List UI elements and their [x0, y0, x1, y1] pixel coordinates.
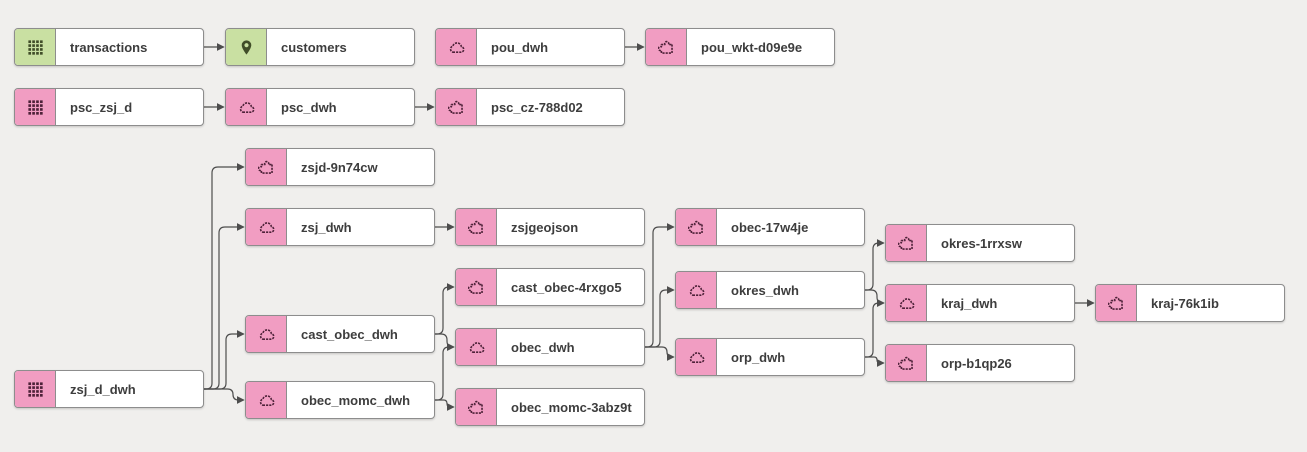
node-obec-17w4je[interactable]: obec-17w4je	[675, 208, 865, 246]
puzzle-icon	[646, 29, 687, 65]
node-obec_dwh[interactable]: obec_dwh	[455, 328, 645, 366]
node-okres-1rrxsw[interactable]: okres-1rrxsw	[885, 224, 1075, 262]
node-label: psc_cz-788d02	[491, 99, 583, 115]
cloud-icon	[456, 329, 497, 365]
node-pou_wkt-d09e9e[interactable]: pou_wkt-d09e9e	[645, 28, 835, 66]
cloud-icon	[676, 272, 717, 308]
node-label: obec_dwh	[511, 339, 575, 355]
edge-orp_dwh-to-kraj_dwh	[865, 299, 885, 358]
node-orp-b1qp26[interactable]: orp-b1qp26	[885, 344, 1075, 382]
edge-obec_dwh-to-obec-17w4je	[645, 223, 675, 348]
node-customers[interactable]: customers	[225, 28, 415, 66]
cloud-icon	[436, 29, 477, 65]
node-kraj_dwh[interactable]: kraj_dwh	[885, 284, 1075, 322]
node-cast_obec-4rxgo5[interactable]: cast_obec-4rxgo5	[455, 268, 645, 306]
puzzle-icon	[436, 89, 477, 125]
grid-icon	[15, 371, 56, 407]
node-orp_dwh[interactable]: orp_dwh	[675, 338, 865, 376]
edge-orp_dwh-to-orp-b1qp26	[865, 356, 885, 367]
node-psc_zsj_d[interactable]: psc_zsj_d	[14, 88, 204, 126]
node-label: orp-b1qp26	[941, 355, 1012, 371]
node-label: obec_momc_dwh	[301, 392, 411, 408]
cloud-icon	[886, 285, 927, 321]
node-cast_obec_dwh[interactable]: cast_obec_dwh	[245, 315, 435, 353]
edge-zsj_d_dwh-to-zsjd-9n74cw	[204, 163, 245, 390]
node-transactions[interactable]: transactions	[14, 28, 204, 66]
pin-icon	[226, 29, 267, 65]
edge-obec_dwh-to-orp_dwh	[645, 346, 675, 361]
node-psc_dwh[interactable]: psc_dwh	[225, 88, 415, 126]
puzzle-icon	[676, 209, 717, 245]
puzzle-icon	[456, 269, 497, 305]
cloud-icon	[246, 316, 287, 352]
node-kraj-76k1ib[interactable]: kraj-76k1ib	[1095, 284, 1285, 322]
node-label: pou_wkt-d09e9e	[701, 39, 803, 55]
node-label: zsj_d_dwh	[70, 381, 136, 397]
cloud-icon	[226, 89, 267, 125]
puzzle-icon	[886, 345, 927, 381]
node-zsj_d_dwh[interactable]: zsj_d_dwh	[14, 370, 204, 408]
puzzle-icon	[886, 225, 927, 261]
node-label: obec_momc-3abz9t	[511, 399, 632, 415]
node-label: zsjgeojson	[511, 219, 579, 235]
node-okres_dwh[interactable]: okres_dwh	[675, 271, 865, 309]
node-label: zsjd-9n74cw	[301, 159, 378, 175]
edge-obec_dwh-to-okres_dwh	[645, 286, 675, 348]
edge-zsj_d_dwh-to-zsj_dwh	[204, 223, 245, 390]
edge-okres_dwh-to-kraj_dwh	[865, 289, 885, 307]
node-label: cast_obec_dwh	[301, 326, 398, 342]
puzzle-icon	[1096, 285, 1137, 321]
node-label: cast_obec-4rxgo5	[511, 279, 622, 295]
node-label: customers	[281, 39, 347, 55]
edge-cast_obec_dwh-to-obec_dwh	[435, 333, 455, 351]
node-pou_dwh[interactable]: pou_dwh	[435, 28, 625, 66]
node-label: psc_zsj_d	[70, 99, 133, 115]
node-label: zsj_dwh	[301, 219, 352, 235]
edge-zsj_d_dwh-to-cast_obec_dwh	[204, 330, 245, 390]
node-label: pou_dwh	[491, 39, 549, 55]
edge-cast_obec_dwh-to-cast_obec-4rxgo5	[435, 283, 455, 335]
node-psc_cz-788d02[interactable]: psc_cz-788d02	[435, 88, 625, 126]
node-zsjd-9n74cw[interactable]: zsjd-9n74cw	[245, 148, 435, 186]
node-label: transactions	[70, 39, 148, 55]
edge-okres_dwh-to-okres-1rrxsw	[865, 239, 885, 291]
node-zsjgeojson[interactable]: zsjgeojson	[455, 208, 645, 246]
edge-zsj_d_dwh-to-obec_momc_dwh	[204, 388, 245, 404]
node-label: psc_dwh	[281, 99, 337, 115]
node-label: okres-1rrxsw	[941, 235, 1022, 251]
grid-icon	[15, 29, 56, 65]
node-obec_momc-3abz9t[interactable]: obec_momc-3abz9t	[455, 388, 645, 426]
puzzle-icon	[456, 389, 497, 425]
puzzle-icon	[456, 209, 497, 245]
node-label: okres_dwh	[731, 282, 799, 298]
node-label: orp_dwh	[731, 349, 786, 365]
cloud-icon	[676, 339, 717, 375]
node-zsj_dwh[interactable]: zsj_dwh	[245, 208, 435, 246]
cloud-icon	[246, 209, 287, 245]
node-obec_momc_dwh[interactable]: obec_momc_dwh	[245, 381, 435, 419]
puzzle-icon	[246, 149, 287, 185]
node-label: kraj_dwh	[941, 295, 998, 311]
cloud-icon	[246, 382, 287, 418]
edge-obec_momc_dwh-to-obec_momc-3abz9t	[435, 399, 455, 411]
edge-obec_momc_dwh-to-obec_dwh	[435, 343, 455, 401]
grid-icon	[15, 89, 56, 125]
node-label: obec-17w4je	[731, 219, 809, 235]
node-label: kraj-76k1ib	[1151, 295, 1219, 311]
